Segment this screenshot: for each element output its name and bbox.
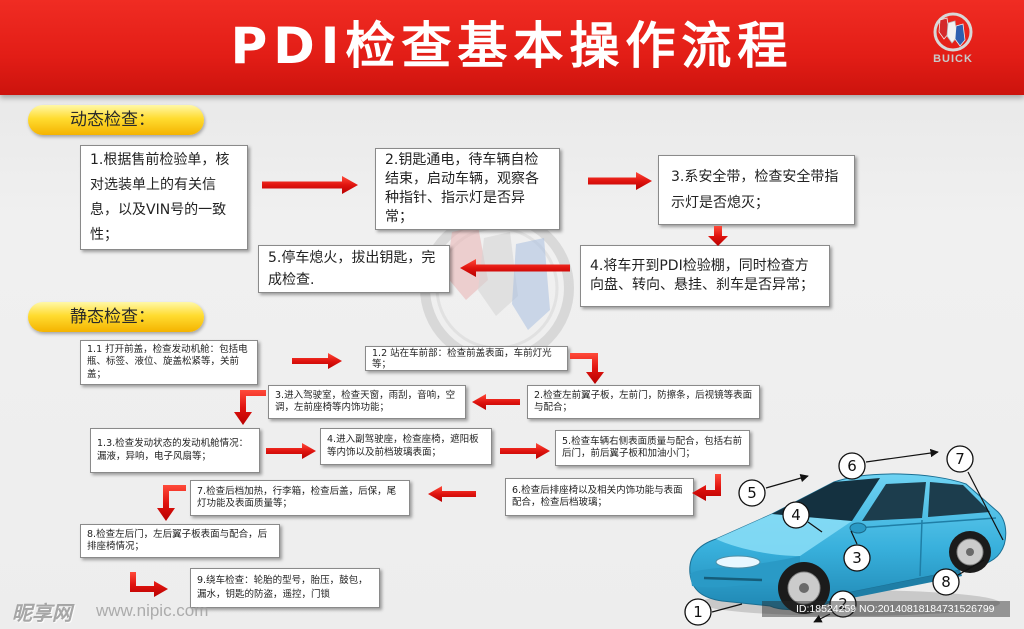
callout-leader-lines	[711, 448, 1004, 623]
step-text: 4.进入副驾驶座，检查座椅，遮阳板等内饰以及前档玻璃表面；	[327, 434, 479, 458]
step-text: 6.检查后排座椅以及相关内饰功能与表面配合，检查后档玻璃；	[512, 484, 683, 509]
windshield	[772, 478, 880, 521]
step-text: 3.系安全带，检查安全带指示灯是否熄灭；	[671, 169, 839, 211]
side-skirt	[842, 570, 962, 600]
static-step-5: 5.检查车辆右侧表面质量与配合，包括右前后门，前后翼子板和加油小门；	[555, 430, 750, 466]
dynamic-step-5: 5.停车熄火，拔出钥匙，完成检查.	[258, 245, 450, 293]
callout-number: 4	[791, 506, 801, 524]
callout-number: 7	[955, 450, 965, 468]
watermark-brand: 昵享网	[12, 601, 72, 625]
car-body	[689, 473, 1007, 611]
static-step-2: 2.检查左前翼子板，左前门，防擦条，后视镜等表面与配合；	[527, 385, 760, 419]
static-step-1-2: 1.2 站在车前部：检查前盖表面，车前灯光等；	[365, 346, 568, 371]
step-text: 1.3.检查发动状态的发动机舱情况：漏液，异响，电子风扇等；	[97, 438, 249, 462]
arrow-left-icon	[428, 486, 476, 502]
static-step-4: 4.进入副驾驶座，检查座椅，遮阳板等内饰以及前档玻璃表面；	[320, 428, 492, 465]
arrow-bend-left-icon	[692, 474, 721, 501]
logo-text: BUICK	[933, 53, 973, 65]
page-title: PDI检查基本操作流程	[230, 17, 794, 75]
door-line	[855, 517, 997, 577]
header-banner: PDI检查基本操作流程 BUICK	[0, 0, 1024, 95]
step-text: 3.进入驾驶室，检查天窗，雨刮，音响，空调，左前座椅等内饰功能；	[275, 389, 456, 414]
arrow-bend-right-icon	[130, 572, 168, 597]
step-text: 5.停车熄火，拔出钥匙，完成检查.	[268, 250, 436, 288]
front-side-window	[862, 482, 926, 521]
step-text: 2.检查左前翼子板，左前门，防擦条，后视镜等表面与配合；	[534, 389, 753, 414]
arrow-right-icon	[588, 172, 652, 190]
callout-5: 5	[738, 479, 766, 507]
side-mirror	[849, 522, 867, 534]
arrow-left-icon	[472, 394, 520, 410]
arrow-right-icon	[266, 443, 316, 459]
rear-wheel	[949, 531, 991, 573]
step-text: 2.钥匙通电，待车辆自检结束，启动车辆，观察各种指针、指示灯是否异常；	[385, 152, 539, 225]
buick-logo-icon	[933, 12, 973, 52]
arrow-bend-down-icon	[157, 485, 186, 521]
static-check-label-text: 静态检查：	[70, 307, 155, 327]
static-step-1-1: 1.1 打开前盖，检查发动机舱：包括电瓶、标签、液位、旋盖松紧等，关前盖；	[80, 340, 258, 385]
callout-7: 7	[946, 445, 974, 473]
buick-logo: BUICK	[918, 8, 988, 74]
dynamic-step-3: 3.系安全带，检查安全带指示灯是否熄灭；	[658, 155, 855, 225]
callout-3: 3	[843, 544, 871, 572]
callout-4: 4	[782, 501, 810, 529]
dynamic-check-label-text: 动态检查：	[70, 110, 155, 130]
static-step-8: 8.检查左后门，左后翼子板表面与配合，后排座椅情况；	[80, 524, 280, 558]
static-step-6: 6.检查后排座椅以及相关内饰功能与表面配合，检查后档玻璃；	[505, 478, 694, 516]
arrow-bend-down-icon	[570, 353, 604, 384]
callout-number: 1	[693, 603, 703, 621]
dynamic-step-4: 4.将车开到PDI检验棚，同时检查方向盘、转向、悬挂、刹车是否异常；	[580, 245, 830, 307]
arrow-down-icon	[708, 226, 728, 246]
car-hood	[716, 514, 852, 556]
arrow-right-icon	[292, 353, 342, 369]
static-step-1-3: 1.3.检查发动状态的发动机舱情况：漏液，异响，电子风扇等；	[90, 428, 260, 473]
arrow-left-icon	[460, 259, 570, 277]
step-text: 1.1 打开前盖，检查发动机舱：包括电瓶、标签、液位、旋盖松紧等，关前盖；	[87, 343, 248, 380]
static-step-9: 9.绕车检查：轮胎的型号，胎压，鼓包，漏水，钥匙的防盗，遥控，门锁	[190, 568, 380, 608]
step-text: 1.根据售前检验单，核对选装单上的有关信息，以及VIN号的一致性；	[90, 151, 230, 243]
step-text: 8.检查左后门，左后翼子板表面与配合，后排座椅情况；	[87, 528, 268, 553]
callout-6: 6	[838, 452, 866, 480]
dynamic-check-label: 动态检查：	[28, 105, 204, 135]
car-front-face	[690, 556, 800, 588]
watermark-url: www.nipic.com	[96, 601, 209, 620]
callout-8: 8	[932, 568, 960, 596]
dynamic-step-1: 1.根据售前检验单，核对选装单上的有关信息，以及VIN号的一致性；	[80, 145, 248, 250]
arrow-bend-down-icon	[234, 390, 266, 425]
callout-number: 6	[847, 457, 857, 475]
static-step-7: 7.检查后档加热，行李箱，检查后盖，后保，尾灯功能及表面质量等；	[190, 480, 410, 516]
step-text: 5.检查车辆右侧表面质量与配合，包括右前后门，前后翼子板和加油小门；	[562, 435, 743, 460]
rear-side-window	[928, 482, 990, 517]
step-text: 7.检查后档加热，行李箱，检查后盖，后保，尾灯功能及表面质量等；	[197, 485, 397, 510]
watermark-id: ID:18524259 NO:20140818184731526799	[762, 601, 1010, 617]
static-step-3: 3.进入驾驶室，检查天窗，雨刮，音响，空调，左前座椅等内饰功能；	[268, 385, 466, 419]
callout-number: 3	[852, 549, 862, 567]
callout-1: 1	[684, 598, 712, 626]
headlight	[715, 555, 761, 569]
grille	[703, 576, 763, 582]
dynamic-step-2: 2.钥匙通电，待车辆自检结束，启动车辆，观察各种指针、指示灯是否异常；	[375, 148, 560, 230]
callout-number: 8	[941, 573, 951, 591]
static-check-label: 静态检查：	[28, 302, 204, 332]
arrow-right-icon	[262, 176, 358, 194]
arrow-right-icon	[500, 443, 550, 459]
callout-number: 5	[747, 484, 757, 502]
step-text: 9.绕车检查：轮胎的型号，胎压，鼓包，漏水，钥匙的防盗，遥控，门锁	[197, 575, 368, 600]
step-text: 1.2 站在车前部：检查前盖表面，车前灯光等；	[372, 347, 552, 370]
step-text: 4.将车开到PDI检验棚，同时检查方向盘、转向、悬挂、刹车是否异常；	[590, 258, 814, 293]
